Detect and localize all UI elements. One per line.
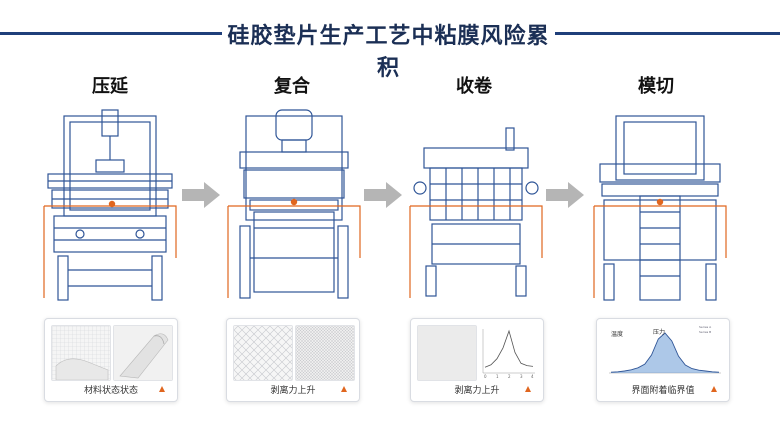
calender-machine-illustration [43, 109, 177, 301]
x-tick-label: 2 [508, 374, 511, 379]
x-tick-label: 3 [520, 374, 523, 379]
diamond-pattern-sample-image [233, 325, 293, 381]
risk-point-marker [108, 200, 116, 208]
adhesion-chart-card: 温度 压力 Series A Series B 界面附着临界值 [596, 318, 730, 402]
page-title: 硅胶垫片生产工艺中粘膜风险累积 [227, 24, 550, 81]
risk-point-marker [290, 198, 298, 206]
x-tick-label: 0 [484, 374, 487, 379]
flow-arrow-icon [546, 182, 584, 208]
legend-item: Series B [699, 330, 712, 334]
warning-triangle-icon [525, 386, 531, 392]
risk-point-marker [656, 198, 664, 206]
peeled-film-sample-image [113, 325, 173, 381]
page-header: 硅胶垫片生产工艺中粘膜风险累积 [0, 12, 780, 81]
material-sample-image [51, 325, 111, 381]
peel-force-mini-chart: 0 1 2 3 4 [479, 325, 537, 379]
x-tick-label: 4 [531, 374, 534, 379]
step-title-winding: 收卷 [456, 76, 492, 97]
warning-triangle-icon [159, 386, 165, 392]
laminator-machine-illustration [227, 109, 361, 299]
material-state-card: 材料状态状态 [44, 318, 178, 402]
chart-axis-label-temperature: 温度 [611, 331, 624, 338]
step-title-die-cutting: 模切 [638, 76, 674, 97]
texture-sample-image [417, 325, 477, 381]
legend-item: Series A [699, 325, 712, 329]
step-title-calendering: 压延 [92, 76, 128, 97]
series-line [484, 329, 534, 368]
winding-sample-card: 0 1 2 3 4 剥离力上升 [410, 318, 544, 402]
card-caption: 剥离力上升 [454, 386, 500, 396]
adhesion-curve [610, 332, 720, 373]
step-title-laminating: 复合 [274, 76, 310, 97]
adhesion-peak-chart [609, 332, 721, 374]
mesh-pattern-sample-image [295, 325, 355, 381]
header-rule-right [555, 32, 780, 35]
warning-triangle-icon [341, 386, 347, 392]
flow-arrow-icon [364, 182, 402, 208]
card-caption: 界面附着临界值 [631, 386, 695, 396]
die-cutter-machine-illustration [593, 115, 727, 301]
card-caption: 材料状态状态 [83, 386, 138, 396]
lamination-sample-card: 剥离力上升 [226, 318, 360, 402]
chart-axis-label-pressure: 压力 [653, 329, 666, 336]
header-rule-left [0, 32, 222, 35]
x-tick-label: 1 [496, 374, 499, 379]
adhesion-area [611, 333, 719, 373]
warning-triangle-icon [711, 386, 717, 392]
winder-machine-illustration [409, 127, 543, 298]
card-caption: 剥离力上升 [270, 386, 316, 396]
flow-arrow-icon [182, 182, 220, 208]
